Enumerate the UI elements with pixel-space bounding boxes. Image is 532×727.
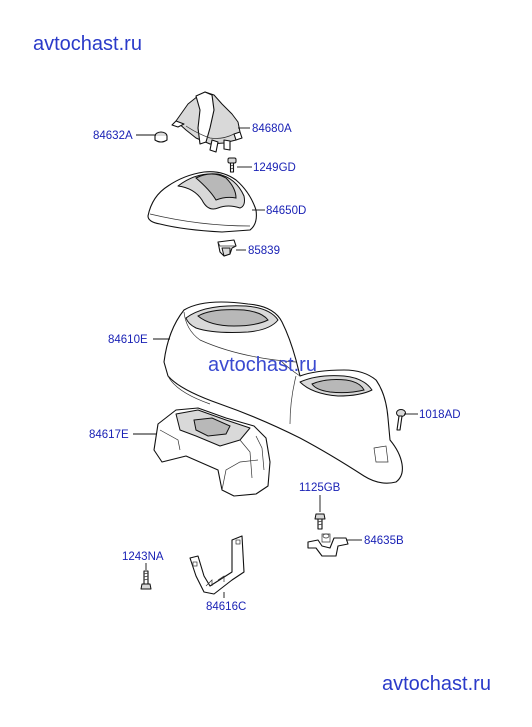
- part-84616c-bracket: [189, 535, 245, 595]
- callout-1018ad: 1018AD: [419, 409, 461, 421]
- callout-1125gb: 1125GB: [299, 482, 341, 494]
- part-84680a-shift-boot: [171, 91, 243, 153]
- callout-84610e: 84610E: [108, 334, 148, 346]
- part-1249gd-screw: [227, 157, 237, 173]
- part-84617e-tray: [153, 407, 271, 497]
- watermark-middle: avtochast.ru: [208, 354, 317, 376]
- part-1018ad-screw: [396, 409, 406, 431]
- watermark-bottom: avtochast.ru: [382, 673, 491, 695]
- callout-84650d: 84650D: [266, 205, 306, 217]
- callout-84617e: 84617E: [89, 429, 129, 441]
- callout-85839: 85839: [248, 245, 280, 257]
- watermark-top: avtochast.ru: [33, 33, 142, 55]
- part-84650d-cover: [147, 171, 257, 233]
- part-84635b-bracket: [307, 533, 349, 557]
- callout-84632a: 84632A: [93, 130, 133, 142]
- callout-1249gd: 1249GD: [253, 162, 296, 174]
- part-85839-grommet: [217, 239, 237, 257]
- part-1243na-bolt: [140, 570, 152, 590]
- callout-labels: 84632A 84680A 1249GD 84650D 85839 84610E…: [89, 123, 461, 613]
- callout-84616c: 84616C: [206, 601, 246, 613]
- part-84610e-console: [163, 301, 403, 484]
- callout-84680a: 84680A: [252, 123, 292, 135]
- callout-1243na: 1243NA: [122, 551, 164, 563]
- leader-lines: [133, 127, 418, 598]
- part-84632a-clip: [154, 131, 168, 143]
- part-1125gb-bolt: [314, 513, 326, 530]
- callout-84635b: 84635B: [364, 535, 404, 547]
